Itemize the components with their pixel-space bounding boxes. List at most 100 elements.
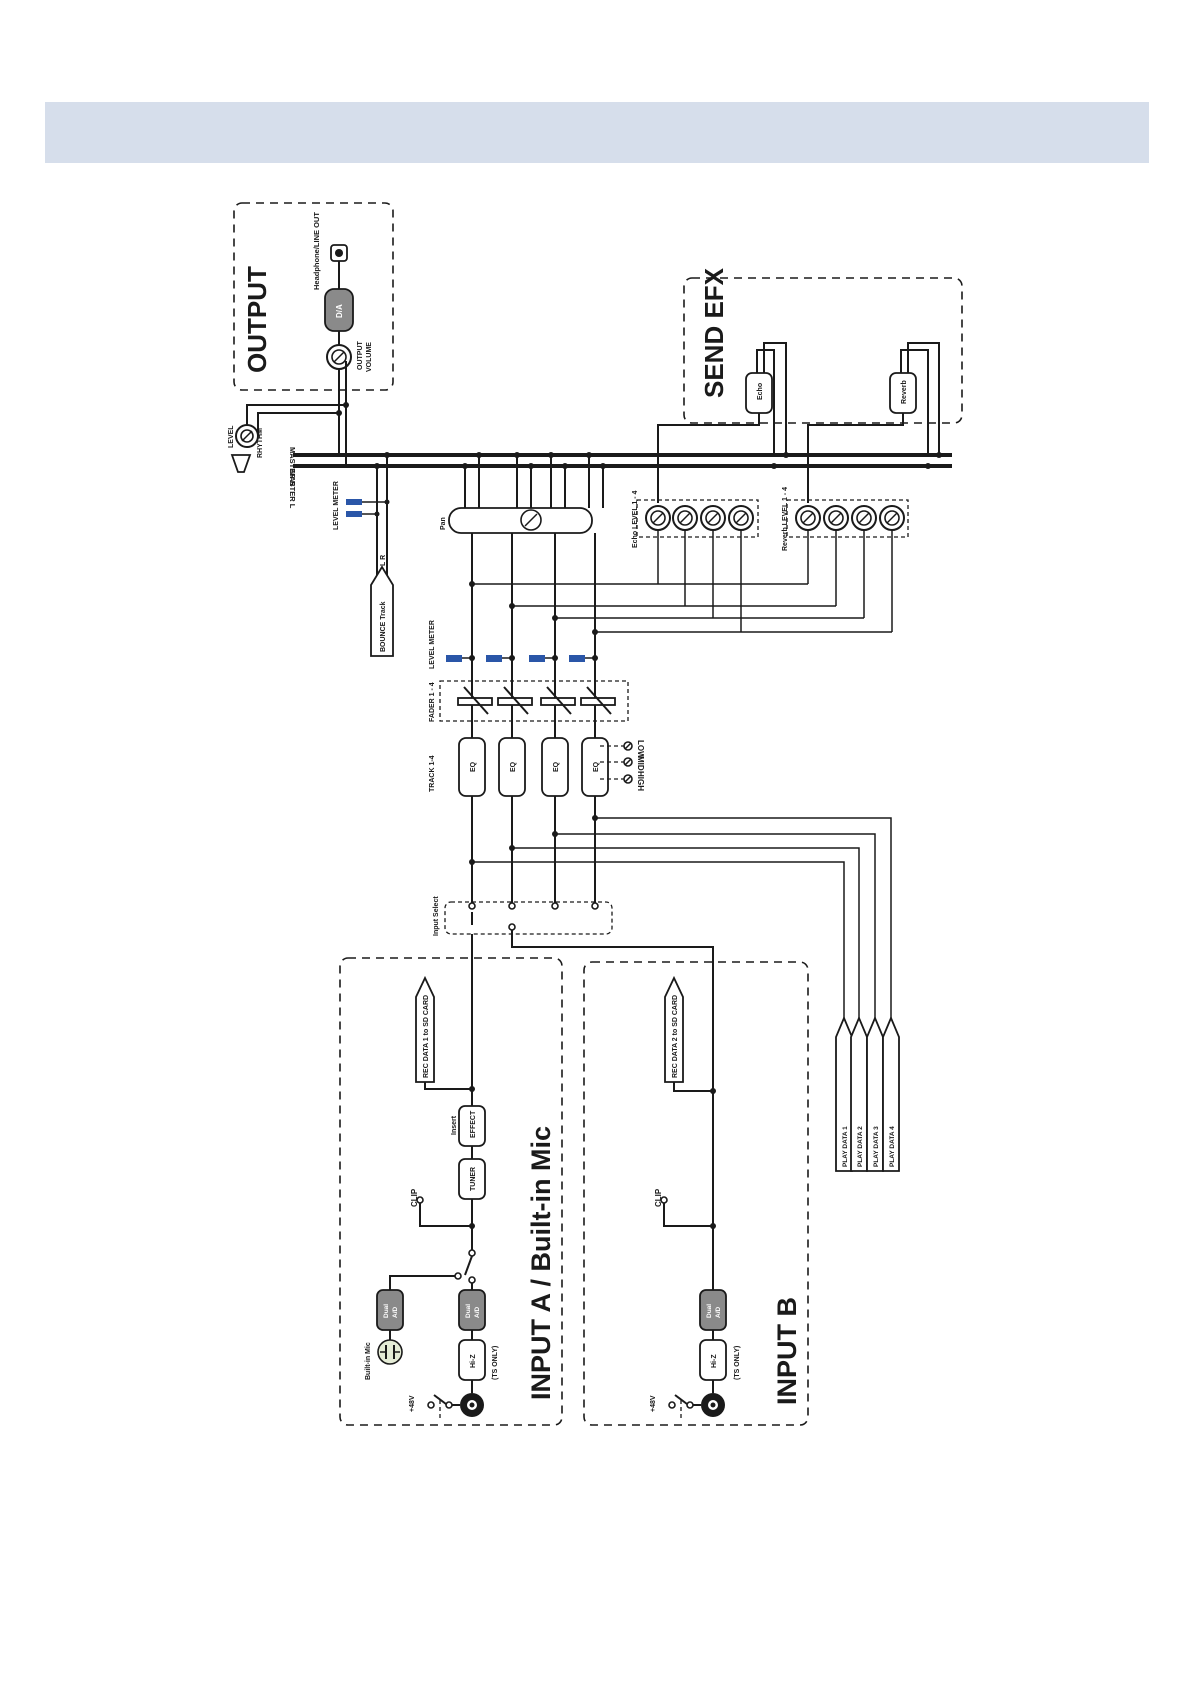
pan-knob-icon — [520, 509, 542, 531]
track-3-level-meter — [529, 655, 545, 662]
pan-outputs — [462, 452, 893, 635]
phantom-terminal — [686, 1401, 694, 1409]
input-a-dual-ad-label-1: Dual — [465, 1304, 472, 1318]
send-efx-section-box — [683, 277, 963, 424]
pan-output-junction-6 — [562, 463, 568, 469]
junction — [925, 463, 931, 469]
reverb-level-knobs — [795, 505, 905, 531]
output-volume-label-1: OUTPUT — [357, 341, 364, 371]
switch-terminal — [468, 1249, 476, 1257]
fader-box — [439, 680, 629, 722]
wire — [246, 404, 346, 425]
echo-level-knob-icon-pointer-2 — [679, 512, 691, 524]
clip-a-label: CLIP — [410, 1188, 419, 1207]
reverb-level-box — [786, 499, 909, 538]
input-a-phantom-label: +48V — [409, 1395, 416, 1412]
echo-level-knob-icon-pointer-1 — [652, 512, 664, 524]
input-a-ts-only-label: (TS ONLY) — [492, 1346, 499, 1380]
reverb-label: Reverb — [901, 380, 908, 404]
eq-low-label: LOW — [636, 740, 645, 759]
echo-level-knob-icon-pointer-3 — [707, 512, 719, 524]
play-data-1-label: PLAY DATA 1 — [842, 1126, 849, 1167]
xlr-combo-jack-icon — [701, 1393, 725, 1417]
rhythm-label: RHYTHM — [257, 428, 264, 458]
echo-level-box — [636, 499, 759, 538]
rec-data-1-label: REC DATA 1 to SD CARD — [423, 995, 430, 1078]
wire — [511, 930, 714, 1088]
eq-mid-label: MID — [636, 756, 645, 771]
speaker-icon — [230, 454, 252, 473]
pan-output-junction-3 — [514, 452, 520, 458]
pan-output-junction-4 — [528, 463, 534, 469]
switch-terminal — [468, 1276, 476, 1284]
output-section-title: OUTPUT — [242, 266, 272, 373]
track-3-eq-label: EQ — [553, 761, 560, 772]
track-1-fader-arrow — [463, 686, 489, 715]
track-1-input-terminal — [468, 902, 476, 910]
track-4-input-terminal — [591, 902, 599, 910]
clip-terminal — [416, 1196, 424, 1204]
junction — [384, 499, 390, 505]
input-select-box — [444, 901, 613, 935]
send-efx-section-title: SEND EFX — [699, 267, 729, 398]
play-data-4-wire — [595, 817, 892, 1018]
wire — [900, 349, 929, 455]
junction — [336, 410, 342, 416]
input-select-label: Input Select — [433, 896, 440, 936]
junction — [936, 452, 942, 458]
input-a-dual-ad-block — [458, 1289, 486, 1331]
input-a-hiz-label: Hi-Z — [470, 1354, 477, 1368]
phantom-terminal — [445, 1401, 453, 1409]
rhythm-level-label: LEVEL — [228, 425, 235, 448]
rhythm-level-knob-icon — [235, 424, 259, 448]
built-in-mic-icon — [377, 1339, 403, 1365]
track-label: TRACK 1-4 — [429, 755, 436, 792]
play-data-1-wire — [472, 861, 845, 1018]
bounce-lr-label: L R — [380, 555, 387, 566]
track-3-fader-arrow — [546, 686, 572, 715]
track-4-level-meter — [569, 655, 585, 662]
pan-output-junction-5 — [548, 452, 554, 458]
master-level-meter-label: LEVEL METER — [333, 481, 340, 530]
output-volume-label-2: VOLUME — [366, 342, 373, 372]
junction — [783, 452, 789, 458]
output-volume-knob-icon — [326, 344, 352, 370]
xlr-combo-jack-icon — [460, 1393, 484, 1417]
play-data-3-junction — [552, 831, 558, 837]
input-b-section-box — [583, 961, 809, 1426]
wire — [907, 342, 940, 455]
junction — [384, 452, 390, 458]
track-2-level-meter — [486, 655, 502, 662]
effect-label: EFFECT — [470, 1110, 477, 1138]
wire — [807, 413, 904, 503]
play-data-4-label: PLAY DATA 4 — [889, 1126, 896, 1167]
junction — [374, 511, 380, 517]
insert-label: Insert — [451, 1115, 458, 1135]
input-b-hiz-label: Hi-Z — [711, 1354, 718, 1368]
input-select-terminal — [508, 923, 516, 931]
input-b-section-title: INPUT B — [772, 1297, 802, 1405]
pan-output-junction-2 — [476, 452, 482, 458]
master-r-label: MASTER R — [288, 447, 297, 487]
junction — [374, 463, 380, 469]
wire — [673, 1082, 713, 1092]
reverb-level-knob-icon-pointer-2 — [830, 512, 842, 524]
reverb-level-knob-icon-pointer-3 — [858, 512, 870, 524]
input-a-section-title: INPUT A / Built-in Mic — [526, 1126, 556, 1400]
play-data-2-arrow — [850, 1015, 868, 1172]
phantom-terminal — [427, 1401, 435, 1409]
wire — [663, 1203, 713, 1227]
play-data-3-wire — [555, 833, 876, 1018]
play-data-2-wire — [512, 847, 860, 1018]
headphone-jack-icon — [330, 244, 348, 262]
play-data-3-label: PLAY DATA 3 — [873, 1126, 880, 1167]
pan-label: Pan — [440, 517, 447, 530]
echo-level-label: Echo LEVEL 1 - 4 — [632, 490, 639, 548]
wire — [389, 1275, 455, 1290]
echo-label: Echo — [757, 383, 764, 400]
level-meter-r — [346, 511, 362, 517]
eq-low-knob-icon — [600, 741, 633, 751]
